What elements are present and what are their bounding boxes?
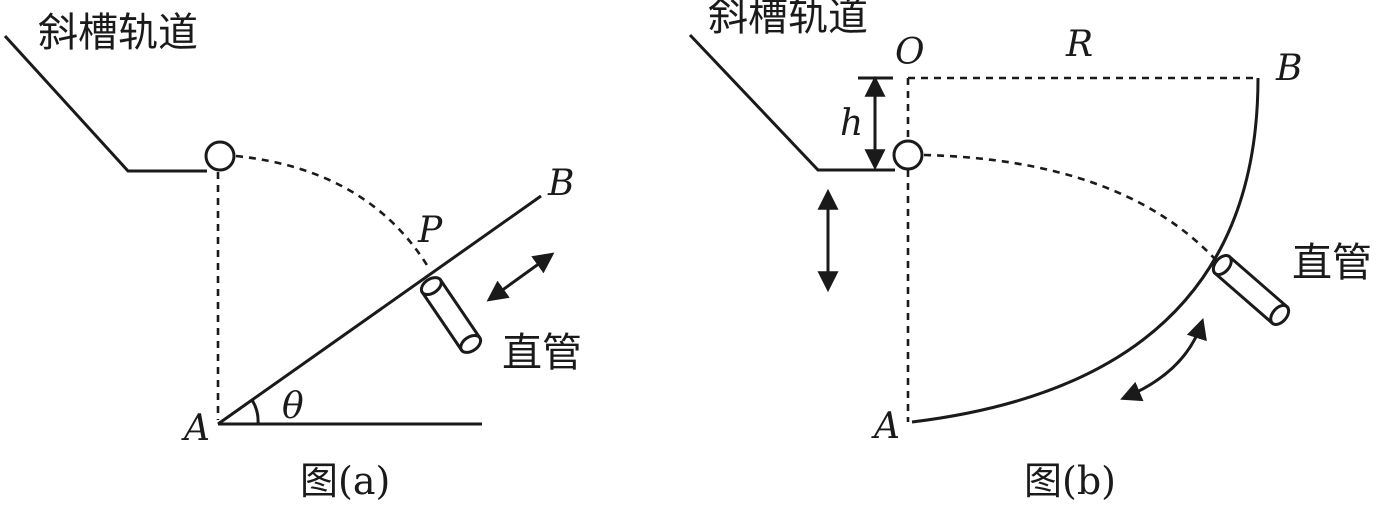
track-label-a: 斜槽轨道 (38, 10, 198, 56)
angle-arc (250, 399, 260, 425)
chute-track-a (3, 34, 207, 173)
tube-label-b: 直管 (1292, 240, 1372, 286)
trajectory-b (923, 153, 1215, 259)
incline-ab (217, 194, 542, 426)
point-b-label-b: B (1275, 48, 1302, 89)
ball-a (204, 140, 236, 172)
straight-tube-b (1211, 254, 1291, 326)
track-label-b: 斜槽轨道 (708, 0, 868, 40)
straight-tube-a (419, 276, 483, 354)
chute-track-b (688, 33, 895, 172)
point-o-label: O (895, 32, 925, 73)
ball-b (892, 139, 924, 171)
point-a-label-a: A (181, 408, 210, 449)
angle-theta-label: θ (282, 386, 304, 427)
figure-b: 斜槽轨道 O R B h A 直管 图( (688, 0, 1372, 503)
figure-a: 斜槽轨道 P B A θ 直管 图(a) (3, 10, 582, 503)
caption-a: 图(a) (300, 459, 390, 503)
point-p-label: P (417, 210, 443, 251)
quarter-circle-track (911, 77, 1260, 424)
height-h-label: h (840, 103, 863, 144)
point-b-label-a: B (547, 163, 574, 204)
curved-double-arrow-b (1120, 318, 1207, 402)
caption-b: 图(b) (1024, 459, 1116, 503)
radius-r-label: R (1065, 24, 1093, 65)
point-a-label-b: A (871, 406, 900, 447)
double-arrow-a (486, 252, 555, 302)
trajectory-a (235, 154, 432, 271)
tube-label-a: 直管 (502, 330, 582, 376)
